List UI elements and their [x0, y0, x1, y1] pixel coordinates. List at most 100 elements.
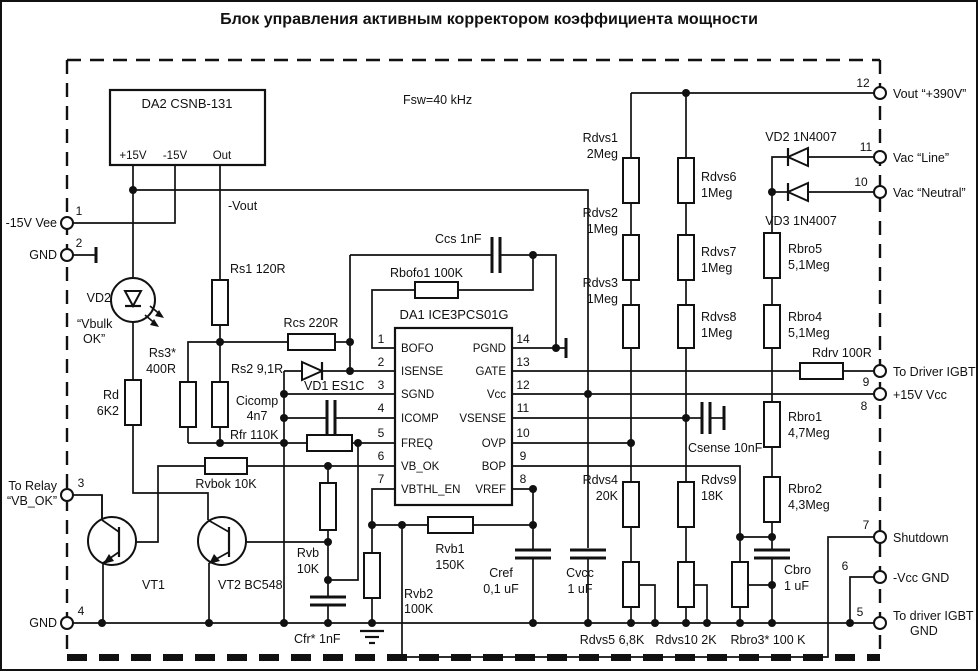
- resistor-rbro4: [763, 304, 781, 349]
- resistor-rdvs7: [677, 234, 695, 281]
- vd2-label: VD2 1N4007: [765, 130, 837, 144]
- resistor-rd: [124, 379, 142, 426]
- component-labels: Fsw=40 kHz -Vout Rs1 120R Rcs 220R Rs3* …: [77, 93, 872, 647]
- rd-value: 6K2: [97, 404, 119, 418]
- da1-pin13-num: 13: [516, 355, 530, 369]
- da1-pin14-name: PGND: [473, 343, 506, 355]
- terminal-11: [873, 150, 887, 164]
- resistor-rdvs4: [622, 481, 640, 528]
- terminal-5-num: 5: [857, 605, 864, 619]
- terminal-4-label: GND: [29, 616, 57, 630]
- rbro1-value: 4,7Meg: [788, 426, 830, 440]
- junction-dots: [98, 89, 854, 627]
- rdvs9-value: 18K: [701, 489, 724, 503]
- terminal-9: [873, 364, 887, 378]
- rbro3-label: Rbro3* 100 K: [730, 633, 806, 647]
- rbro2-label: Rbro2: [788, 482, 822, 496]
- rbro5-value: 5,1Meg: [788, 258, 830, 272]
- da1-pin12-num: 12: [516, 378, 530, 392]
- resistor-rbofo1: [414, 281, 459, 299]
- transistor-vt2: [197, 516, 247, 623]
- rbro4-label: Rbro4: [788, 310, 822, 324]
- rbro2-value: 4,3Meg: [788, 498, 830, 512]
- rdvs1-value: 2Meg: [587, 147, 618, 161]
- terminal-5-label: To driver IGBT: [893, 609, 974, 623]
- da1-pin3-num: 3: [378, 378, 385, 392]
- da1-pin7-num: 7: [378, 472, 385, 486]
- rcs-label: Rcs 220R: [284, 316, 339, 330]
- da1-pin1-num: 1: [378, 332, 385, 346]
- page-title: Блок управления активным корректором коэ…: [220, 11, 758, 28]
- rdvs2-label: Rdvs2: [583, 206, 618, 220]
- vd3-label: VD3 1N4007: [765, 214, 837, 228]
- rvb1-label: Rvb1: [435, 542, 464, 556]
- da1-pin6-num: 6: [378, 449, 385, 463]
- da1-pin7-name: VBTHL_EN: [401, 484, 460, 496]
- da2-pin-out: Out: [213, 150, 232, 162]
- resistor-rdvs5: [622, 561, 640, 608]
- terminal-9-num: 9: [863, 375, 870, 389]
- resistor-rdvs2: [622, 234, 640, 281]
- vd2-led-note2: OK”: [83, 332, 105, 346]
- terminal-8: [873, 387, 887, 401]
- da1-pin13-name: GATE: [476, 366, 507, 378]
- da1-pin5-name: FREQ: [401, 438, 433, 450]
- resistor-rdvs3: [622, 304, 640, 349]
- terminal-6-num: 6: [842, 559, 849, 573]
- resistor-rcs: [287, 333, 336, 351]
- da1-pin5-num: 5: [378, 426, 385, 440]
- terminal-9-label: To Driver IGBT: [893, 365, 976, 379]
- rbro5-label: Rbro5: [788, 242, 822, 256]
- csense-label: Csense 10nF: [688, 441, 763, 455]
- diodes: [110, 146, 809, 382]
- terminal-7: [873, 530, 887, 544]
- terminal-8-num: 8: [861, 399, 868, 413]
- da1-pin4-name: ICOMP: [401, 413, 439, 425]
- terminal-7-label: Shutdown: [893, 531, 949, 545]
- resistor-rdvs6: [677, 157, 695, 204]
- rvb-value: 10K: [297, 562, 320, 576]
- cbro-label: Cbro: [784, 563, 811, 577]
- rdvs7-label: Rdvs7: [701, 245, 736, 259]
- rvb2-label: Rvb2: [404, 587, 433, 601]
- da2-pin-n15: -15V: [163, 150, 188, 162]
- da1-ic: DA1 ICE3PCS01G 1 2 3 4 5 6 7 BOFO ISENSE…: [378, 307, 530, 507]
- rdvs1-label: Rdvs1: [583, 131, 618, 145]
- rdvs9-label: Rdvs9: [701, 473, 736, 487]
- capacitor-ccs: [490, 237, 502, 273]
- rvb2-value: 100K: [404, 602, 434, 616]
- rdvs8-label: Rdvs8: [701, 310, 736, 324]
- capacitor-csense: [700, 402, 712, 434]
- terminal-10: [873, 185, 887, 199]
- da1-pin12-name: Vcc: [487, 389, 506, 401]
- ccs-label: Ccs 1nF: [435, 232, 482, 246]
- terminal-3-num: 3: [78, 476, 85, 490]
- rfr-label: Rfr 110K: [230, 428, 279, 442]
- rdvs4-label: Rdvs4: [583, 473, 618, 487]
- rbro4-value: 5,1Meg: [788, 326, 830, 340]
- terminal-4: [60, 616, 74, 630]
- rdvs7-value: 1Meg: [701, 261, 732, 275]
- cicomp-value: 4n7: [247, 409, 268, 423]
- rbro1-label: Rbro1: [788, 410, 822, 424]
- terminal-1-num: 1: [76, 204, 83, 218]
- da1-pin10-name: OVP: [482, 438, 507, 450]
- terminal-numbers: 1 2 3 4 12 11 10 9 8 7 6 5: [76, 76, 873, 619]
- da2-block: DA2 CSNB-131 +15V -15V Out: [108, 88, 267, 167]
- terminal-1-label: -15V Vee: [6, 216, 57, 230]
- terminal-2-label: GND: [29, 248, 57, 262]
- cicomp-label: Cicomp: [236, 394, 278, 408]
- da1-pin6-name: VB_OK: [401, 461, 440, 473]
- cvcc-value: 1 uF: [567, 582, 592, 596]
- cfr-label: Cfr* 1nF: [294, 632, 341, 646]
- da1-pin2-num: 2: [378, 355, 385, 369]
- da2-pin-p15: +15V: [119, 150, 147, 162]
- terminal-6-label: -Vcc GND: [893, 571, 949, 585]
- terminal-4-num: 4: [78, 604, 85, 618]
- rdrv-label: Rdrv 100R: [812, 346, 872, 360]
- resistor-rvbok: [204, 457, 248, 475]
- terminal-6: [873, 570, 887, 584]
- rs1-label: Rs1 120R: [230, 262, 286, 276]
- terminal-2-num: 2: [76, 236, 83, 250]
